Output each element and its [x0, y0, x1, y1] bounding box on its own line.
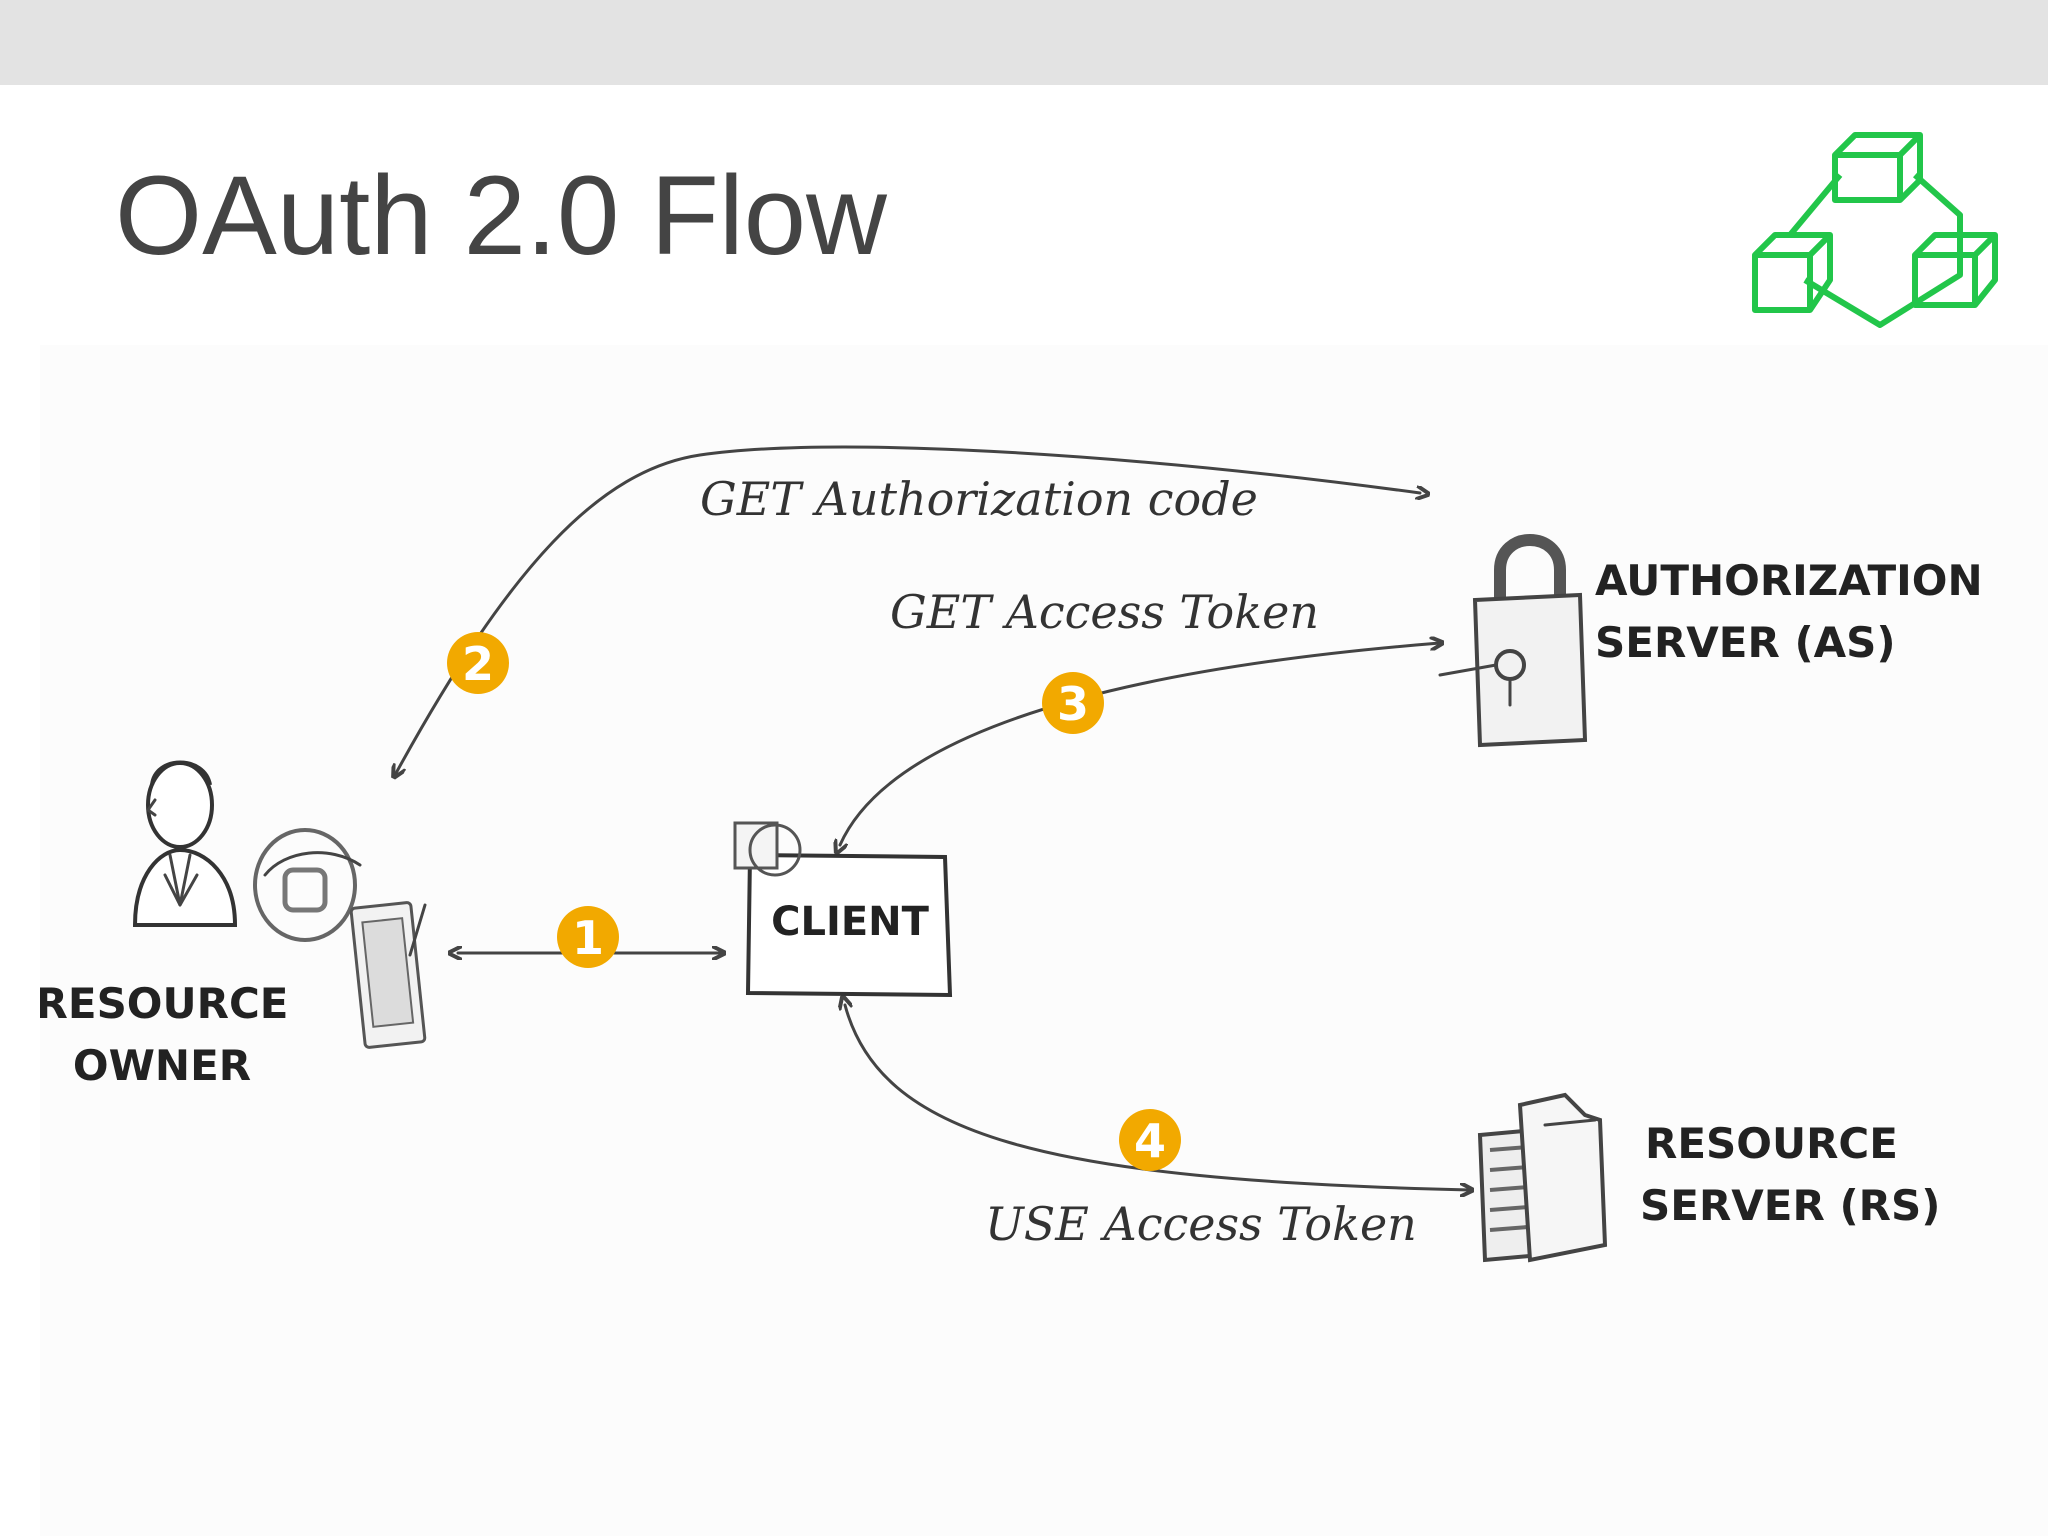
step-2-arrow [395, 445, 1420, 775]
step-4-arrow [845, 1005, 1470, 1190]
resource-server-label-line1: RESOURCE [1645, 1119, 1898, 1168]
step-3-number: 3 [1057, 677, 1089, 731]
oauth-flow-diagram: GET Authorization code GET Access Token … [36, 345, 2048, 1536]
step-3-label: GET Access Token [890, 585, 1319, 639]
step-3-badge: 3 [1042, 672, 1104, 734]
step-4-label: USE Access Token [985, 1197, 1417, 1251]
step-4-badge: 4 [1119, 1109, 1181, 1171]
resource-server-label-line2: SERVER (RS) [1640, 1181, 1940, 1230]
slide-title: OAuth 2.0 Flow [115, 153, 887, 278]
connected-cubes-icon [1752, 132, 1998, 328]
browser-tablet-icon [253, 828, 427, 1049]
authorization-server-label-line2: SERVER (AS) [1595, 618, 1896, 667]
client-box [733, 821, 953, 998]
resource-owner-label-line1: RESOURCE [40, 979, 288, 1028]
top-bar [0, 0, 2048, 85]
client-label: CLIENT [771, 899, 930, 945]
files-folder-icon [1477, 1092, 1608, 1263]
step-4-number: 4 [1134, 1114, 1166, 1168]
resource-owner-label-line2: OWNER [73, 1041, 251, 1090]
step-2-label: GET Authorization code [700, 472, 1258, 526]
step-1-badge: 1 [557, 906, 619, 968]
padlock-icon [1438, 534, 1588, 748]
step-2-number: 2 [462, 637, 494, 691]
person-icon [132, 760, 238, 927]
authorization-server-label-line1: AUTHORIZATION [1595, 556, 1983, 605]
step-3-arrow [840, 643, 1440, 845]
step-1-number: 1 [572, 911, 604, 965]
step-2-badge: 2 [447, 632, 509, 694]
